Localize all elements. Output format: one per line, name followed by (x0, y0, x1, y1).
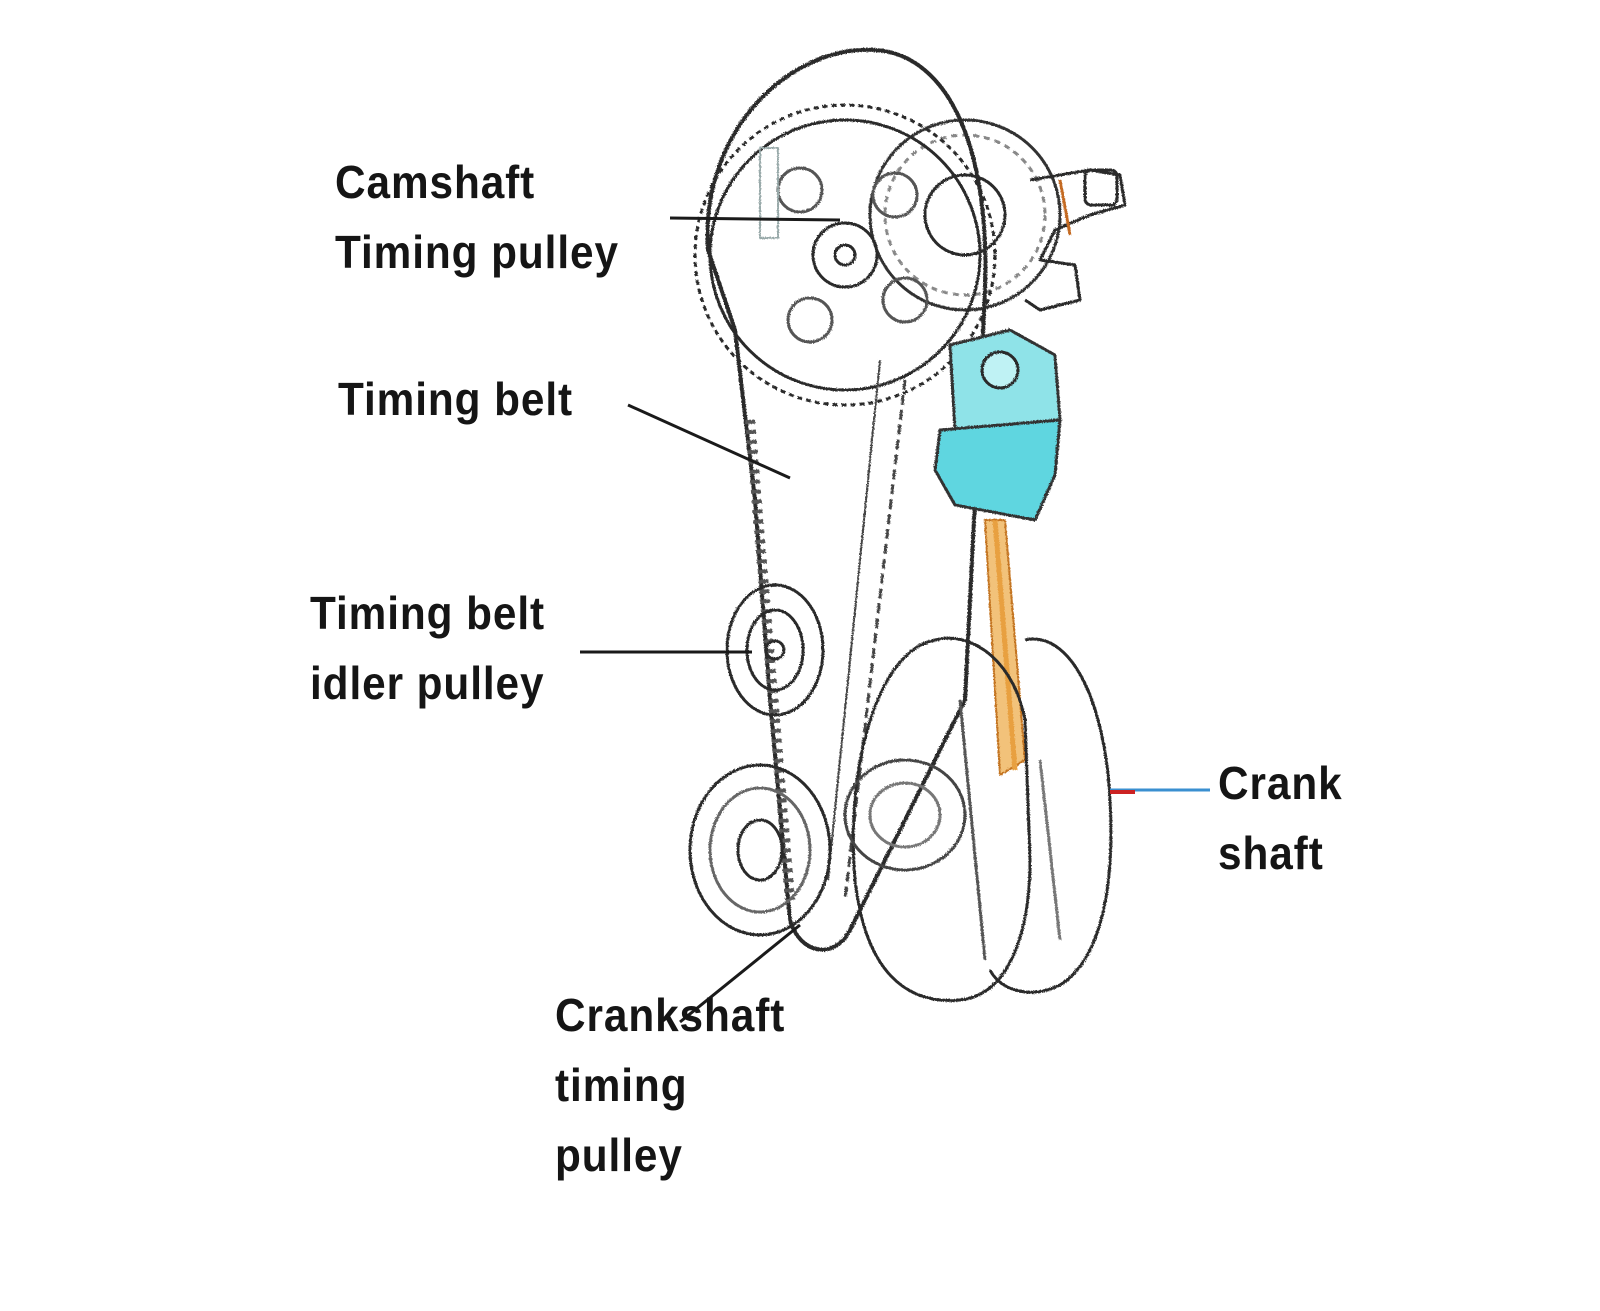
label-crankshaft-pulley: Crankshaft timing pulley (555, 980, 785, 1190)
leader-timing-belt (627, 403, 791, 480)
leader-lines (580, 216, 1210, 1024)
label-idler-pulley-line-2: idler pulley (310, 657, 545, 709)
label-crank-shaft-line-1: Crank (1218, 757, 1343, 809)
cam-bracket (1024, 168, 1127, 312)
label-idler-pulley-line-1: Timing belt (310, 587, 546, 639)
crankshaft-pulley-shape (688, 763, 832, 937)
tensioner (933, 328, 1062, 522)
label-crank-shaft: Crank shaft (1218, 748, 1343, 888)
label-crank-shaft-line-2: shaft (1218, 827, 1324, 879)
camshaft-pulley-shape (693, 103, 997, 407)
label-camshaft-pulley-line-2: Timing pulley (335, 226, 619, 278)
label-idler-pulley: Timing belt idler pulley (310, 578, 545, 718)
label-timing-belt: Timing belt (338, 364, 573, 434)
connecting-rod (984, 519, 1026, 776)
leader-crankshaft-pulley (679, 923, 801, 1024)
label-crankshaft-pulley-line-3: pulley (555, 1129, 683, 1181)
label-crankshaft-pulley-line-2: timing (555, 1059, 688, 1111)
label-timing-belt-line-1: Timing belt (338, 373, 574, 425)
leader-camshaft (669, 216, 841, 222)
idler-pulley-shape (725, 583, 825, 717)
label-camshaft-pulley-line-1: Camshaft (335, 156, 536, 208)
label-camshaft-pulley: Camshaft Timing pulley (335, 147, 619, 287)
rear-cam-gear (868, 118, 1062, 312)
label-crankshaft-pulley-line-1: Crankshaft (555, 989, 786, 1041)
crankshaft-body (843, 636, 1113, 1002)
